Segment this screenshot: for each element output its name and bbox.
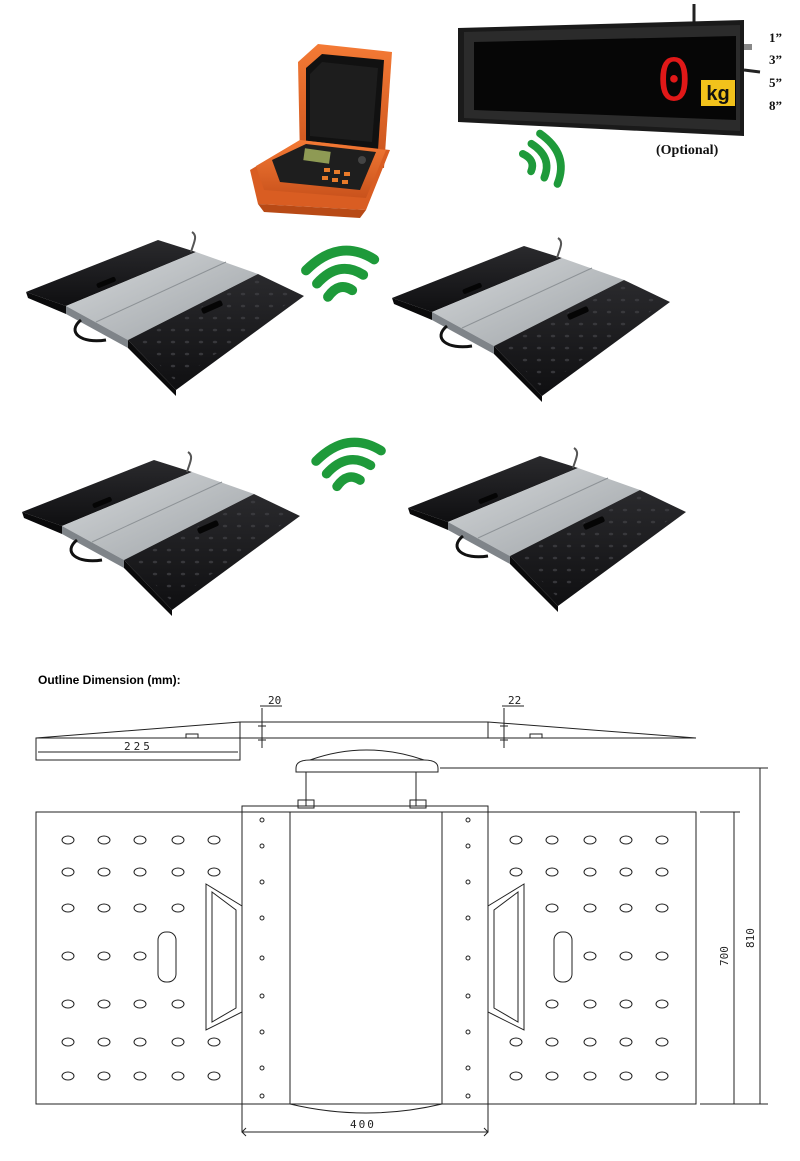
weighing-pad-icon xyxy=(20,450,302,618)
drawing-title: Outline Dimension (mm): xyxy=(38,673,181,687)
side-profile xyxy=(35,705,697,761)
dim-400: 400 xyxy=(350,1118,376,1131)
dim-20: 20 xyxy=(268,694,281,707)
dim-810: 810 xyxy=(744,928,757,948)
display-digit: 0 xyxy=(657,46,692,114)
size-label-8: 8” xyxy=(769,98,782,113)
weighing-pad-icon xyxy=(406,446,688,614)
dim-700: 700 xyxy=(718,946,731,966)
size-label-3: 3” xyxy=(769,52,782,67)
weighing-pad-icon xyxy=(390,236,672,404)
hole-pattern xyxy=(61,817,669,1099)
size-label-5: 5” xyxy=(769,75,782,90)
unit-label: kg xyxy=(706,83,729,105)
size-label-1: 1” xyxy=(769,30,782,45)
svg-text:0: 0 xyxy=(657,46,692,114)
weighing-pad-icon xyxy=(24,230,306,398)
dim-225: 225 xyxy=(124,740,153,753)
top-view xyxy=(35,749,768,1137)
wireless-signal-icon xyxy=(520,131,564,189)
dim-22: 22 xyxy=(508,694,521,707)
unit-badge xyxy=(701,80,735,106)
wireless-signal-icon xyxy=(306,251,374,297)
indicator-case-icon xyxy=(250,44,392,218)
wireless-signal-icon xyxy=(316,442,381,486)
optional-label: (Optional) xyxy=(656,143,719,158)
display-board-icon: 0 kg 1” 3” 5” 8” (Optional) xyxy=(458,4,782,158)
